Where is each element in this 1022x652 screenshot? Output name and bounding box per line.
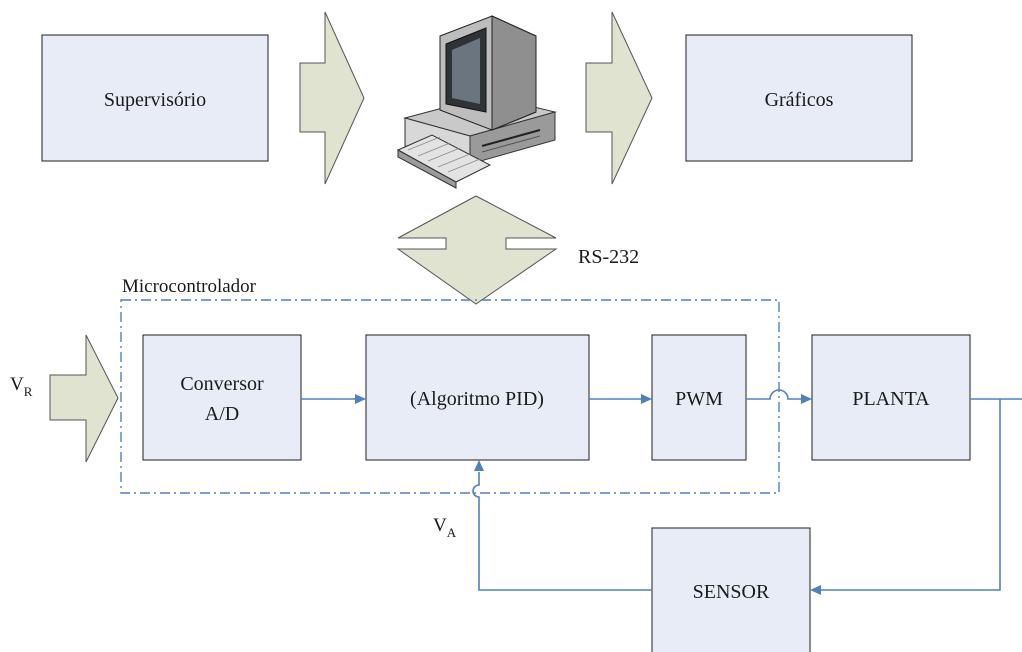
feedback-to-sensor-wire	[820, 399, 1001, 591]
vr-label: VR	[10, 374, 33, 399]
supervisorio-to-pc-arrow	[299, 11, 365, 185]
va-label: VA	[433, 515, 457, 540]
rs232-bidirectional-arrow	[396, 195, 558, 305]
sensor-to-pid-wire	[472, 472, 652, 591]
microcontrolador-boundary	[120, 299, 780, 494]
supervisorio-block: Supervisório	[41, 34, 269, 162]
desktop-computer-icon	[396, 15, 557, 189]
conversor-label-line1: Conversor	[180, 373, 264, 395]
vr-input-arrow	[49, 334, 119, 463]
planta-label: PLANTA	[852, 388, 930, 410]
pid-to-pwm-arrowhead	[641, 394, 652, 404]
feedback-to-sensor-arrowhead	[810, 585, 821, 595]
pc-to-graficos-arrow	[585, 11, 653, 185]
pwm-to-planta-arrowhead	[801, 394, 812, 404]
sensor-block: SENSOR	[651, 527, 811, 652]
ad-to-pid-arrowhead	[355, 394, 366, 404]
sensor-label: SENSOR	[693, 581, 770, 603]
conversor-ad-block: Conversor A/D	[142, 334, 302, 461]
planta-block: PLANTA	[811, 334, 971, 461]
pwm-to-planta-wire	[746, 389, 802, 400]
rs232-label: RS-232	[578, 246, 639, 268]
sensor-to-pid-arrowhead	[474, 460, 484, 471]
pid-block: (Algoritmo PID)	[365, 334, 590, 461]
pwm-label: PWM	[675, 388, 723, 410]
graficos-label: Gráficos	[765, 89, 834, 111]
graficos-block: Gráficos	[685, 34, 913, 162]
conversor-label-line2: A/D	[205, 403, 239, 425]
microcontrolador-label: Microcontrolador	[122, 276, 257, 297]
pid-label: (Algoritmo PID)	[410, 388, 544, 410]
supervisorio-label: Supervisório	[104, 89, 206, 111]
pwm-block: PWM	[651, 334, 747, 461]
